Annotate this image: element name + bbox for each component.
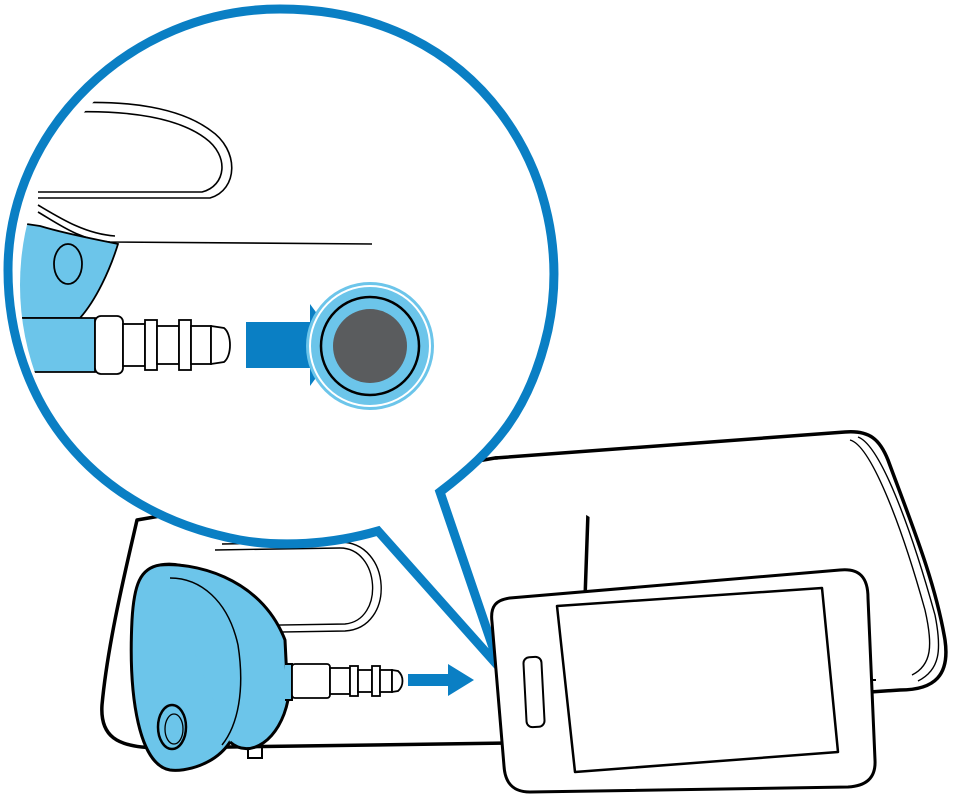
smartphone [490, 568, 877, 794]
headphone-jack-port [306, 282, 434, 410]
zoom-callout [3, 4, 559, 671]
phone-screen [555, 586, 840, 774]
audio-plug-adapter [129, 562, 404, 772]
insert-arrow [408, 664, 474, 696]
audio-plug-pin-zoomed [94, 315, 231, 375]
phone-home-button [522, 655, 546, 729]
